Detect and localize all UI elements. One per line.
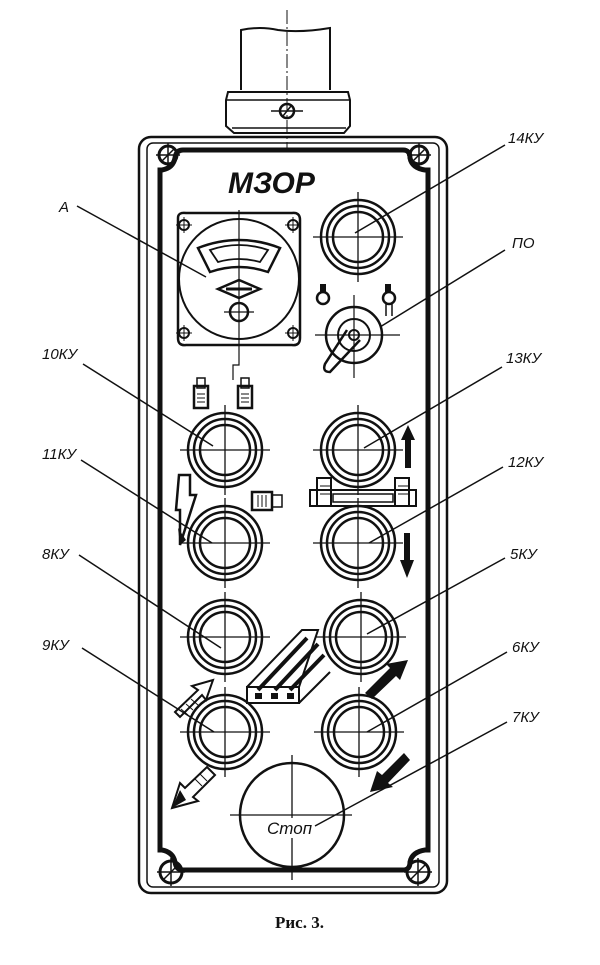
button-6ku[interactable] [314, 687, 404, 777]
button-12ku[interactable] [313, 498, 403, 588]
clamp-icon-horizontal [250, 490, 283, 512]
logo: МЗОР [228, 167, 316, 200]
ammeter [176, 210, 302, 380]
button-11ku[interactable] [180, 498, 270, 588]
button-14ku[interactable] [313, 192, 403, 282]
clamp-icon-right [236, 377, 254, 410]
figure-caption: Рис. 3. [275, 913, 324, 932]
switch-position-icon-right [381, 284, 397, 316]
label-14ku: 14КУ [508, 130, 545, 147]
arrow-down-left-icon-right [370, 753, 410, 792]
inner-plate-border [157, 147, 431, 873]
button-9ku[interactable] [180, 687, 270, 777]
label-7ku: 7КУ [512, 709, 540, 726]
screw-top-left [156, 143, 180, 167]
stop-button-7ku[interactable]: Стоп [230, 755, 352, 880]
arrow-up-icon [401, 425, 415, 468]
carriage-icon [309, 477, 417, 507]
label-8ku: 8КУ [42, 546, 70, 563]
screw-bottom-left [157, 858, 185, 886]
ammeter-mount-holes [176, 217, 301, 341]
stop-button-label: Стоп [267, 819, 313, 838]
screw-bottom-right [404, 858, 432, 886]
arrow-down-icon [400, 533, 414, 578]
table-icon [246, 629, 331, 704]
callouts: А 14КУ ПО 10КУ 13КУ 11КУ 12КУ 8КУ 5КУ 9К… [42, 130, 545, 827]
rapid-feed-icon [174, 473, 198, 546]
cable-gland [225, 10, 351, 150]
housing [137, 135, 449, 895]
label-13ku: 13КУ [506, 350, 543, 367]
switch-position-icon-left [315, 284, 331, 306]
label-9ku: 9КУ [42, 637, 70, 654]
button-8ku[interactable] [180, 592, 270, 682]
button-5ku[interactable] [316, 592, 406, 682]
arrow-down-left-icon-left [170, 765, 217, 810]
label-po: ПО [512, 235, 535, 252]
label-12ku: 12КУ [508, 454, 545, 471]
label-11ku: 11КУ [42, 446, 77, 463]
label-a: А [58, 199, 69, 216]
button-10ku[interactable] [180, 405, 270, 495]
label-5ku: 5КУ [510, 546, 538, 563]
label-10ku: 10КУ [42, 346, 79, 363]
screw-top-right [407, 143, 431, 167]
buttons-group [180, 192, 406, 777]
label-6ku: 6КУ [512, 639, 540, 656]
clamp-icon-left [192, 377, 210, 410]
button-13ku[interactable] [313, 405, 403, 495]
selector-switch-po[interactable] [315, 284, 400, 378]
arrow-up-right-icon-right [365, 660, 408, 699]
